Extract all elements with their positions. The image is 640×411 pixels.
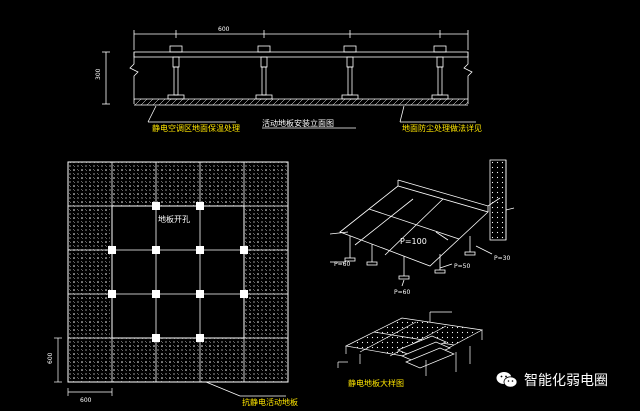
watermark: 智能化弱电圈: [496, 370, 608, 390]
iso-note-e: P=100: [400, 237, 427, 246]
iso-note-b: P=60: [394, 289, 410, 296]
iso-bottom-note: 静电地板大样图: [348, 378, 404, 388]
watermark-text: 智能化弱电圈: [524, 373, 608, 389]
iso-step-detail: [337, 311, 484, 376]
plan-drawing: [54, 161, 289, 397]
iso-note-c: P=50: [454, 263, 470, 270]
elevation-left-note: 静电空调区地面保温处理: [152, 123, 240, 133]
wechat-icon: [496, 372, 518, 388]
iso-floor-detail: [329, 159, 515, 287]
elevation-drawing: [102, 30, 476, 129]
pedestal-3: [341, 45, 359, 100]
dim-span: 600: [218, 26, 230, 33]
elevation-right-note: 地面防尘处理做法详见: [402, 123, 482, 133]
plan-dim-side: 600: [47, 352, 54, 364]
dim-height: 300: [95, 68, 102, 80]
pedestal-2: [255, 45, 273, 100]
pedestal-4: [431, 45, 449, 100]
iso-note-d: P=30: [494, 255, 510, 262]
elevation-title: 活动地板安装立面图: [262, 118, 334, 128]
plan-bottom-note: 抗静电活动地板: [242, 397, 298, 407]
iso-note-a: P=60: [334, 261, 350, 268]
pedestal-1: [167, 45, 185, 100]
plan-center-label: 地板开孔: [158, 214, 190, 224]
plan-dim-bottom: 600: [80, 397, 92, 404]
